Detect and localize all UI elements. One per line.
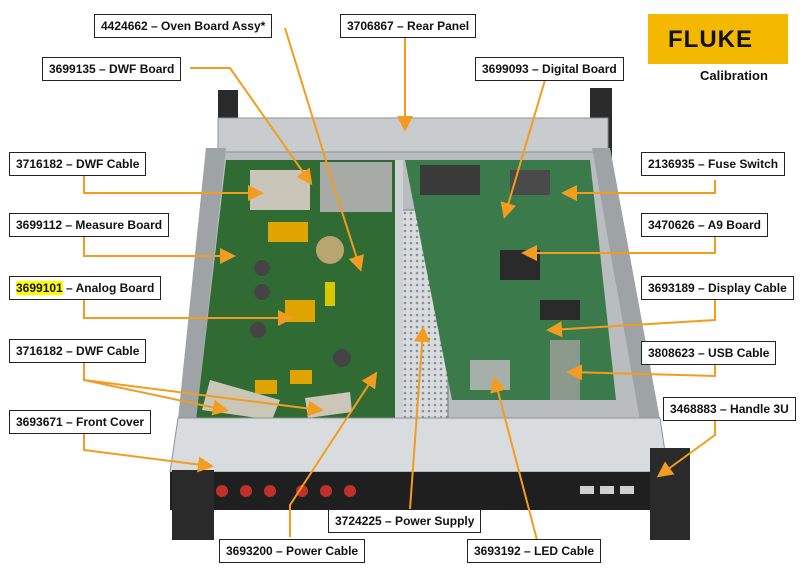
label-dwf-cable-bottom: 3716182 – DWF Cable [9,339,147,363]
logo-brand: FLUKE [668,26,753,53]
label-digital-board: 3699093 – Digital Board [475,57,624,81]
label-led-cable: 3693192 – LED Cable [467,539,602,563]
leader-arrows [83,27,716,541]
oven-board [320,162,392,212]
logo-badge [648,14,788,64]
analog-board-part-number: 3699101 [16,281,63,295]
front-handle-right [650,448,690,540]
front-cover [169,417,669,510]
label-power-cable: 3693200 – Power Cable [219,539,366,563]
label-analog-board: 3699101 – Analog Board [9,276,162,300]
label-measure-board: 3699112 – Measure Board [9,213,170,237]
logo-subtitle: Calibration [700,68,768,83]
fluke-logo: FLUKE Calibration [648,14,788,84]
label-fuse-switch: 2136935 – Fuse Switch [641,152,786,176]
analog-board-name: – Analog Board [62,281,155,295]
analog-pcb [196,160,400,420]
label-handle: 3468883 – Handle 3U [663,397,796,421]
label-dwf-cable-top: 3716182 – DWF Cable [9,152,147,176]
label-oven-board: 4424662 – Oven Board Assy* [94,14,273,38]
front-handle-left [172,470,214,540]
label-rear-panel: 3706867 – Rear Panel [340,14,477,38]
label-dwf-board: 3699135 – DWF Board [42,57,182,81]
label-a9-board: 3470626 – A9 Board [641,213,768,237]
label-usb-cable: 3808623 – USB Cable [641,341,777,365]
ribbon-cable-top [250,170,310,210]
label-power-supply: 3724225 – Power Supply [328,509,482,533]
label-display-cable: 3693189 – Display Cable [641,276,794,300]
label-front-cover: 3693671 – Front Cover [9,410,152,434]
